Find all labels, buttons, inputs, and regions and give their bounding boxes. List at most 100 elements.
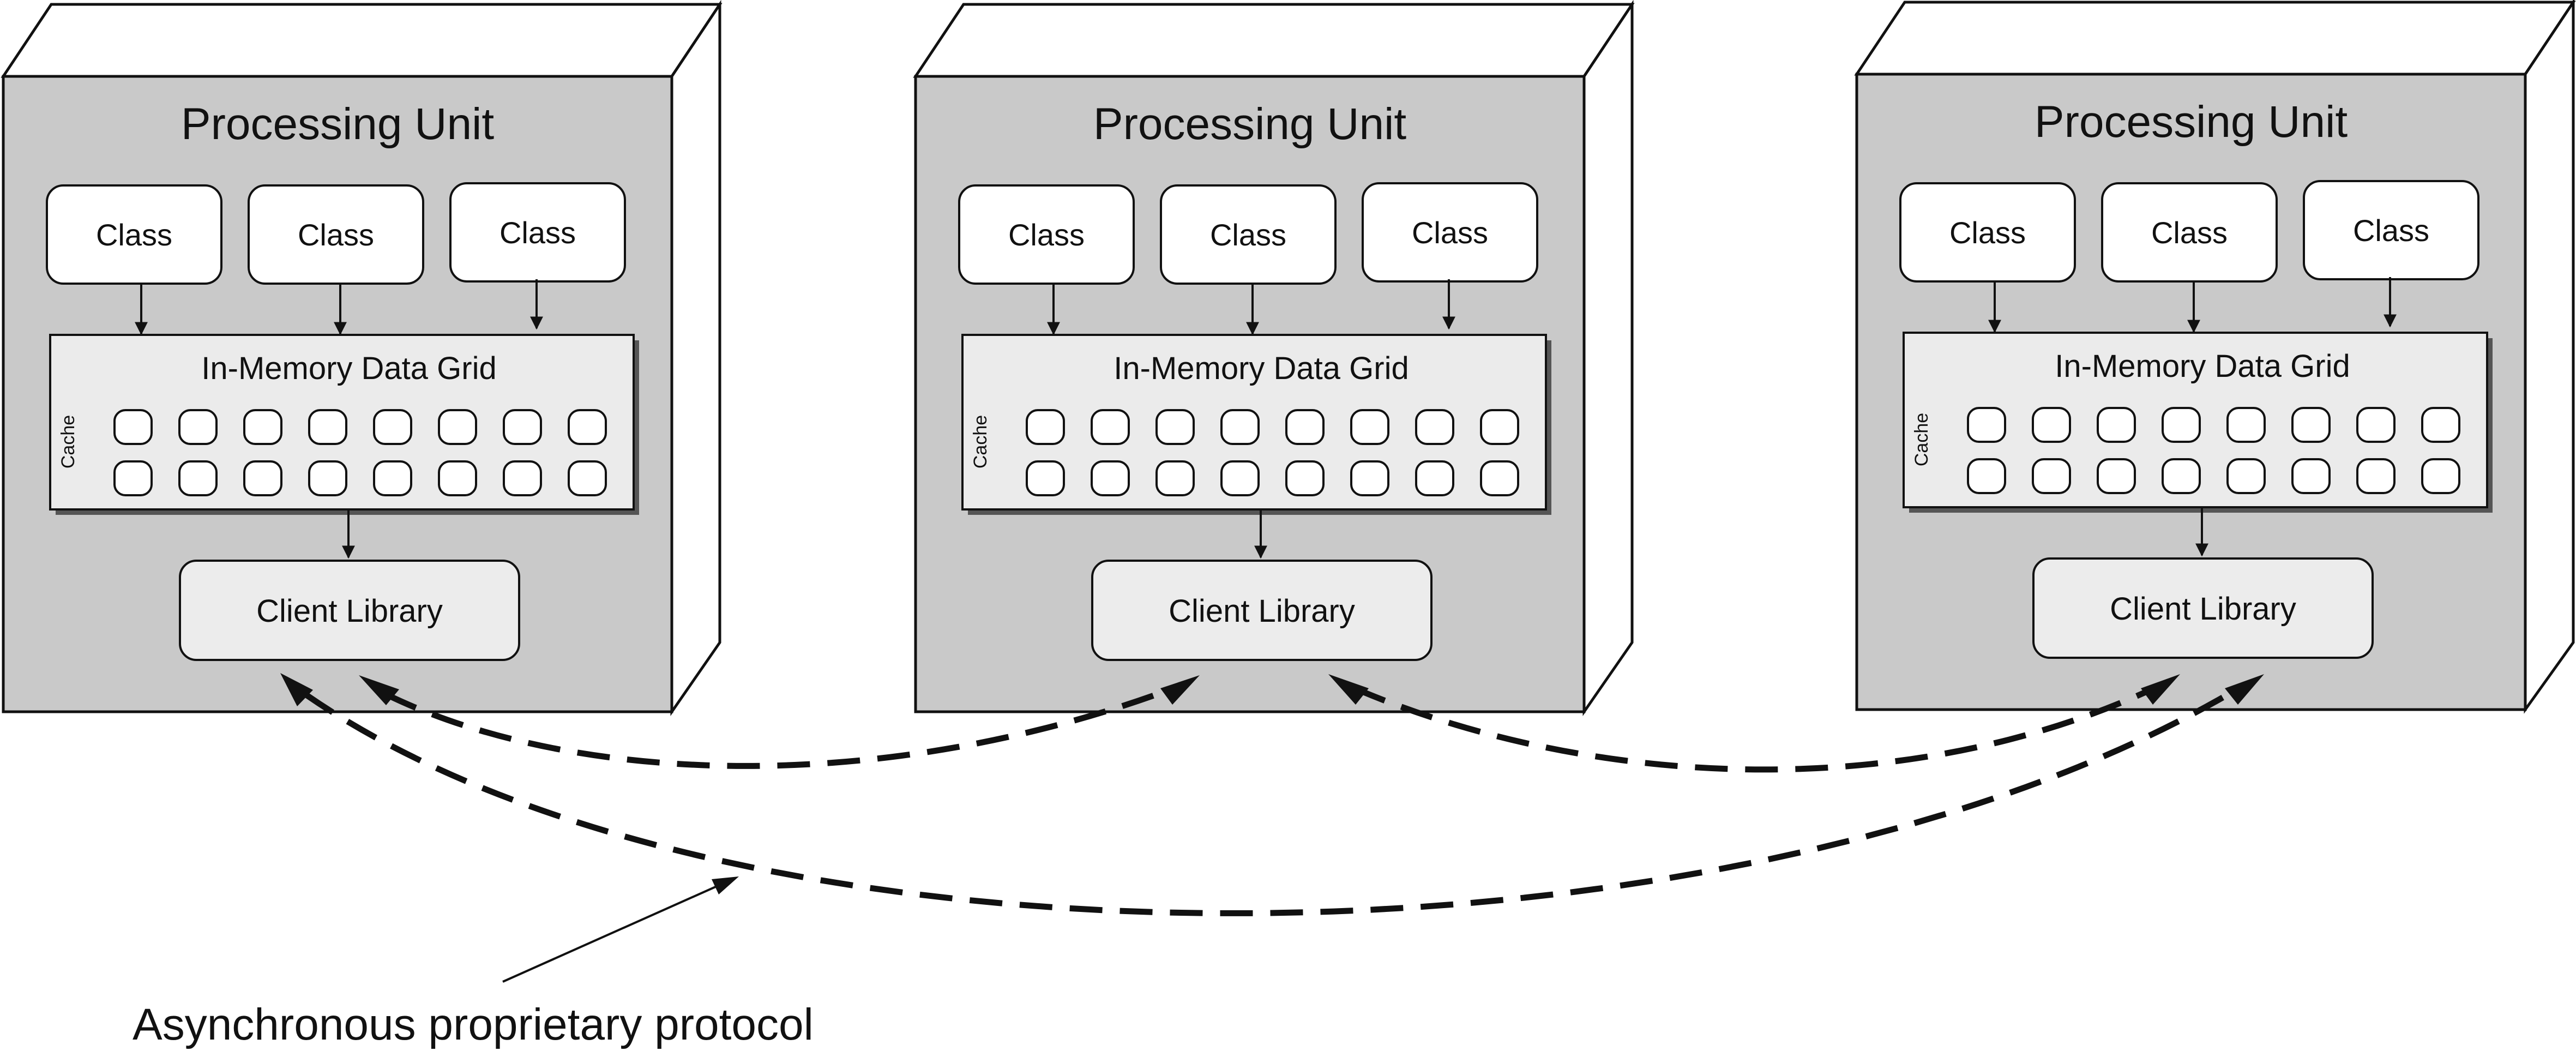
cache-cell [2421, 407, 2460, 443]
class-box [2101, 182, 2278, 283]
cache-cell [1026, 460, 1065, 496]
class-label: Class [1949, 215, 2026, 250]
annotation-label: Asynchronous proprietary protocol [133, 1000, 814, 1049]
client-library-label: Client Library [1169, 593, 1355, 629]
client-library-box [2032, 557, 2374, 659]
protocol-connections [303, 685, 2240, 916]
arrowhead [2141, 674, 2180, 705]
client-library-box [179, 560, 520, 661]
class-box [1160, 184, 1337, 285]
cache-cell [308, 409, 347, 445]
cache-cell [243, 409, 282, 445]
cache-cell [1415, 409, 1454, 445]
cache-cell [1967, 407, 2006, 443]
cache-cell [1285, 409, 1325, 445]
protocol-arrowheads [280, 673, 2264, 706]
unit-top-face [913, 3, 1635, 78]
annotation-leader [502, 881, 726, 983]
cache-cell [568, 409, 607, 445]
cache-cell [178, 409, 218, 445]
arrowhead [2225, 674, 2264, 705]
cache-cells [1967, 407, 2460, 494]
arrowhead [280, 673, 313, 706]
cache-cell [2097, 407, 2136, 443]
cache-cell [1155, 409, 1195, 445]
cache-cell [1350, 409, 1389, 445]
connection-unit1-unit2 [384, 685, 1175, 769]
class-label: Class [298, 218, 374, 252]
processing-unit: Processing Unit Class Class Class In-Mem… [913, 0, 1635, 716]
connection-unit2-unit3 [1353, 685, 2156, 773]
cache-cell [568, 460, 607, 496]
cache-cells [1026, 409, 1519, 496]
client-library-label: Client Library [2110, 591, 2296, 627]
class-label: Class [1412, 215, 1488, 250]
cache-cell [2226, 458, 2266, 494]
processing-unit: Processing Unit Class Class Class In-Mem… [1854, 0, 2576, 714]
cache-cell [2356, 458, 2396, 494]
class-label: Class [499, 215, 576, 250]
unit-title: Processing Unit [2035, 97, 2348, 147]
cache-cell [1220, 460, 1260, 496]
cache-label: Cache [970, 415, 991, 469]
cache-cell [243, 460, 282, 496]
cache-cell [1026, 409, 1065, 445]
cache-cell [438, 460, 477, 496]
cache-cell [2356, 407, 2396, 443]
annotation-arrowhead [712, 876, 739, 894]
class-box [1899, 182, 2076, 283]
class-label: Class [2353, 213, 2429, 248]
unit-title: Processing Unit [181, 99, 494, 149]
unit-title: Processing Unit [1093, 99, 1406, 149]
cache-cell [2291, 458, 2331, 494]
cache-cell [503, 409, 542, 445]
unit-side-face [670, 0, 721, 716]
arrowhead [1328, 674, 1369, 705]
cache-cell [178, 460, 218, 496]
cache-cells [113, 409, 607, 496]
cache-cell [2162, 407, 2201, 443]
cache-cell [2162, 458, 2201, 494]
cache-cell [1091, 460, 1130, 496]
client-library-label: Client Library [256, 593, 443, 629]
cache-label: Cache [58, 415, 79, 469]
class-box [958, 184, 1135, 285]
class-label: Class [2151, 215, 2228, 250]
unit-side-face [1582, 0, 1634, 716]
class-box [248, 184, 424, 285]
cache-cell [2421, 458, 2460, 494]
cache-cell [1091, 409, 1130, 445]
cache-cell [2291, 407, 2331, 443]
cache-cell [1967, 458, 2006, 494]
grid-label: In-Memory Data Grid [1114, 351, 1409, 386]
cache-cell [503, 460, 542, 496]
cache-label: Cache [1911, 413, 1932, 466]
grid-label: In-Memory Data Grid [2055, 349, 2350, 384]
cache-cell [2032, 407, 2071, 443]
class-box [46, 184, 222, 285]
cache-cell [1350, 460, 1389, 496]
unit-top-face [1854, 1, 2576, 76]
cache-cell [2097, 458, 2136, 494]
cache-cell [1220, 409, 1260, 445]
cache-cell [113, 409, 153, 445]
class-label: Class [1210, 218, 1286, 252]
cache-cell [308, 460, 347, 496]
cache-cell [1480, 460, 1519, 496]
cache-cell [373, 460, 412, 496]
cache-cell [113, 460, 153, 496]
cache-cell [1480, 409, 1519, 445]
arrowhead [359, 675, 399, 705]
cache-cell [1155, 460, 1195, 496]
processing-unit: Processing Unit Class Class Class In-Mem… [1, 0, 723, 716]
cache-cell [2226, 407, 2266, 443]
cache-cell [373, 409, 412, 445]
arrowhead [1160, 675, 1200, 705]
client-library-box [1091, 560, 1433, 661]
cache-cell [1415, 460, 1454, 496]
cache-cell [2032, 458, 2071, 494]
connection-unit1-unit3 [303, 686, 2240, 916]
unit-top-face [1, 3, 723, 78]
grid-label: In-Memory Data Grid [201, 351, 496, 386]
